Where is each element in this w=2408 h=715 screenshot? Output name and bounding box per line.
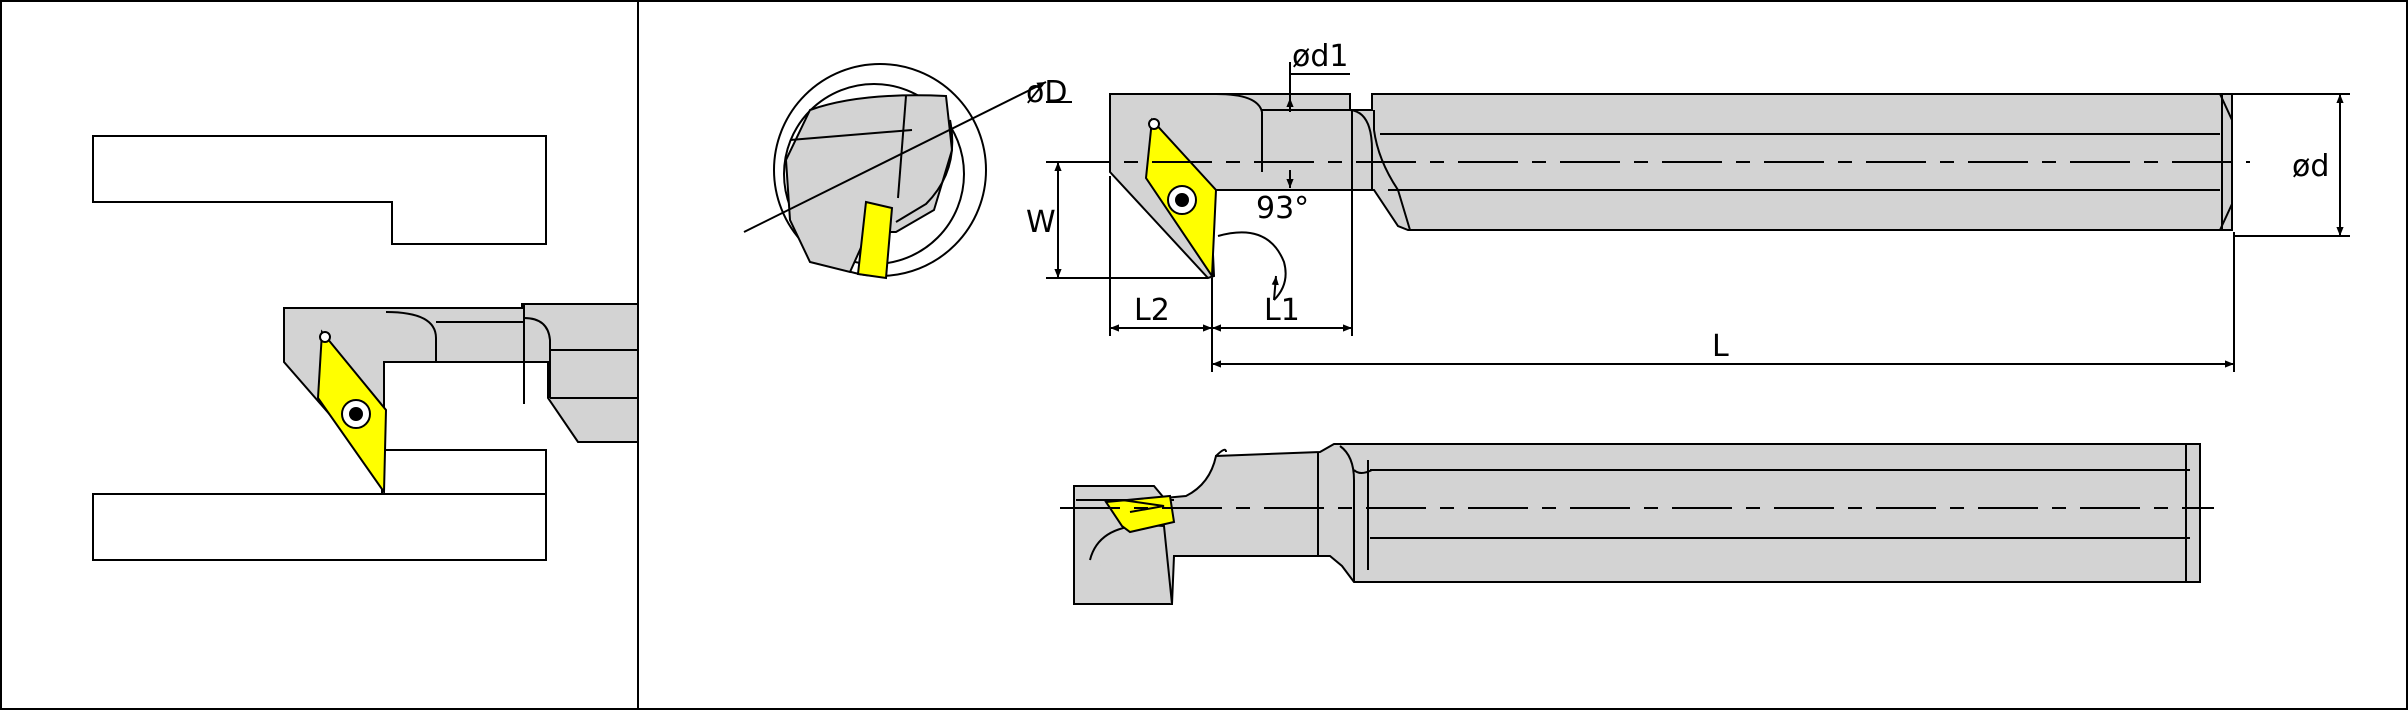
bar-shoulder [1349,109,1373,190]
workpiece-lower-block [92,493,547,561]
detail-line-1 [789,129,913,141]
label-L: L [1712,329,1729,364]
label-L1: L1 [1264,293,1300,328]
left-panel [92,135,639,561]
label-angle: 93° [1256,191,1309,226]
label-W: W [1026,205,1056,240]
workpiece-upper-section [92,135,547,245]
clamp-screw-socket-top [1175,193,1189,207]
detail-arc [895,119,954,223]
label-L2: L2 [1134,293,1170,328]
bar-neck [1215,93,1263,172]
side-insert-clamp [1121,499,1165,513]
insert-pin-top [1148,118,1160,130]
bar-side-body [1073,443,2201,605]
side-neck [1215,448,1227,457]
clamp-screw-socket [349,407,363,421]
label-phi-d: ød [2292,149,2329,184]
label-phi-d1: ød1 [1292,39,1348,74]
bar-chamfer-top [1373,110,1411,231]
side-head-clearance [1089,524,1173,605]
detail-insert [856,200,894,280]
label-phi-D: øD [1026,75,1067,110]
detail-line-2 [897,95,907,199]
insert-pin [319,331,331,343]
detail-bar-section [784,94,954,274]
top-view: øD ød1 W 93° [743,39,2350,372]
bar-chamfer [523,317,551,398]
angle-arrow [1271,275,1279,301]
angle-arc [1217,231,1287,301]
side-shoulder [1339,445,1355,582]
side-view [1060,443,2214,605]
boring-bar-top [1109,93,2233,280]
bar-neck-curve [385,311,437,362]
phi-D-leader [743,81,1047,233]
